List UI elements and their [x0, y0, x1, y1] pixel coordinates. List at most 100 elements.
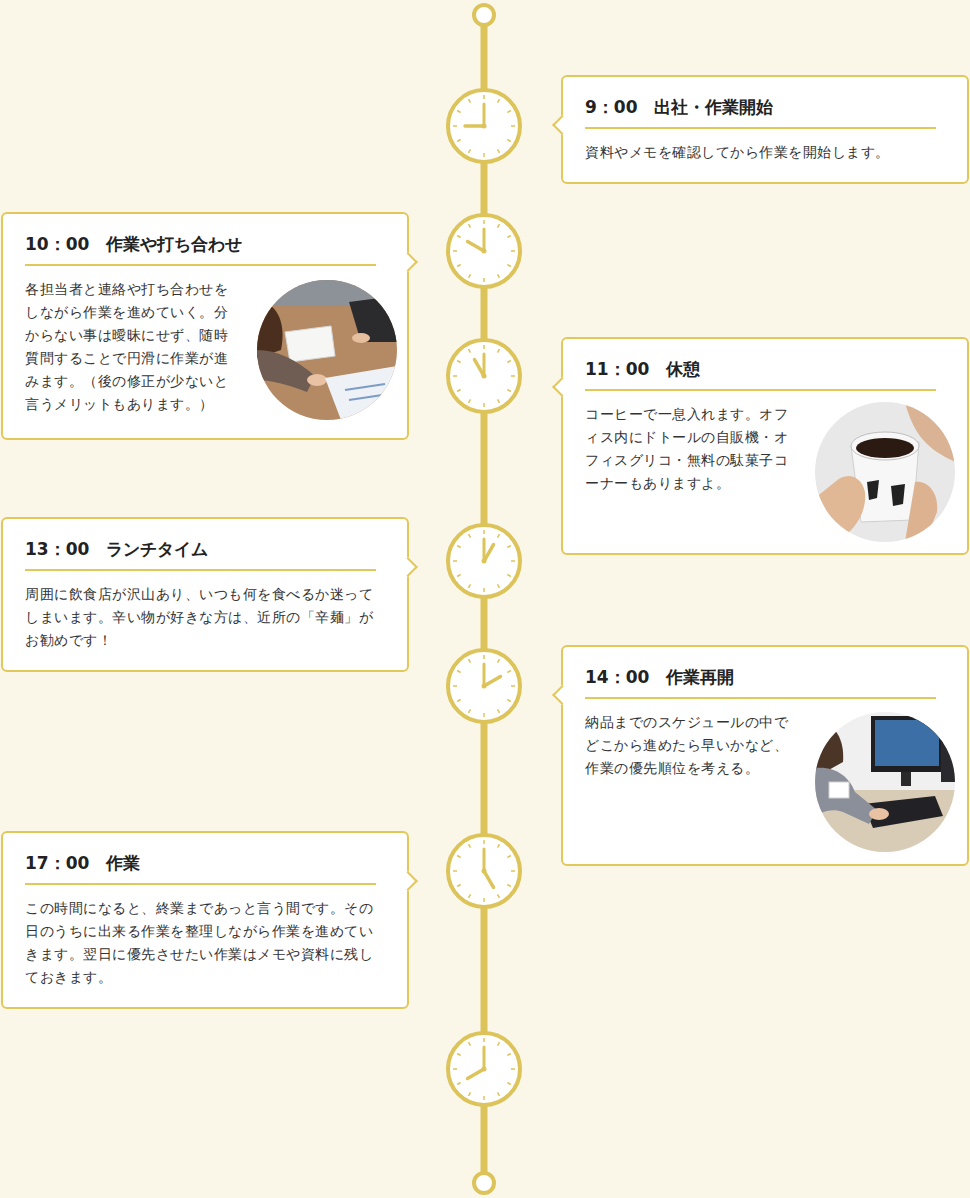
description-text: コーヒーで一息入れます。オフィス内にドトールの自販機・オフィスグリコ・無料の駄菓… [585, 403, 797, 495]
timeline-card: 13：00 ランチタイム周囲に飲食店が沢山あり、いつも何を食べるか迷ってしまいま… [1, 517, 409, 672]
monitor-stand [901, 772, 911, 786]
clock-center [482, 559, 487, 564]
hour-hand [465, 124, 484, 128]
clock-tick [483, 403, 485, 407]
clock-tick [457, 575, 460, 577]
clock-icon [448, 340, 520, 412]
clock-tick [469, 399, 471, 402]
photo-content [815, 402, 955, 542]
clock-tick [507, 546, 510, 548]
desk-photo [815, 712, 955, 852]
minute-hand [483, 849, 486, 871]
clock-tick [507, 361, 510, 363]
clock-face [448, 525, 520, 597]
coffee [856, 438, 914, 458]
clock-tick [469, 149, 471, 152]
clock-tick [469, 1042, 471, 1045]
timeline-start [474, 5, 494, 25]
clock-tick [453, 560, 457, 562]
clock-tick [483, 840, 485, 844]
card-pointer [552, 685, 572, 705]
timeline-end [474, 1173, 494, 1193]
clock-tick [507, 671, 510, 673]
clock-tick [511, 870, 515, 872]
clock-tick [507, 1083, 510, 1085]
clock-tick [498, 844, 500, 847]
clock-tick [511, 685, 515, 687]
hand [307, 374, 327, 386]
clock-center [482, 374, 487, 379]
timeline-card: 14：00 作業再開納品までのスケジュールの中でどこから進めたら早いかなど、作業… [561, 645, 969, 866]
clock-tick [457, 856, 460, 858]
timeline-card: 11：00 休憩コーヒーで一息入れます。オフィス内にドトールの自販機・オフィスグ… [561, 337, 969, 555]
clock-tick [483, 655, 485, 659]
monitor [871, 716, 943, 772]
clock-tick [483, 713, 485, 717]
clock-tick [457, 390, 460, 392]
timeline-card: 9：00 出社・作業開始資料やメモを確認してから作業を開始します。 [561, 75, 969, 184]
clock-tick [511, 375, 515, 377]
card-pointer [398, 252, 418, 272]
clock-tick [511, 560, 515, 562]
clock-tick [483, 1096, 485, 1100]
clock-icon [448, 90, 520, 162]
photo-content [257, 280, 397, 420]
coffee-photo [815, 402, 955, 542]
time-heading: 11：00 休憩 [585, 356, 936, 391]
clock-icon [448, 1033, 520, 1105]
clock-tick [469, 1092, 471, 1095]
clock-tick [498, 659, 500, 662]
clock-tick [507, 390, 510, 392]
clock-tick [498, 349, 500, 352]
clock-tick [453, 250, 457, 252]
minute-hand [483, 229, 486, 251]
time-heading: 14：00 作業再開 [585, 664, 936, 699]
clock-tick [457, 236, 460, 238]
clock-tick [469, 349, 471, 352]
cup-rim [851, 432, 919, 460]
clock-tick [457, 111, 460, 113]
clock-tick [457, 140, 460, 142]
clock-center [482, 1067, 487, 1072]
hour-hand [468, 242, 484, 252]
clock-tick [457, 546, 460, 548]
hand [352, 333, 370, 343]
clock-center [482, 684, 487, 689]
keyboard [863, 796, 943, 828]
clock-tick [469, 709, 471, 712]
clock-tick [498, 224, 500, 227]
time-heading: 10：00 作業や打ち合わせ [25, 231, 376, 266]
notebook [285, 326, 335, 362]
clock-icon [448, 650, 520, 722]
clock-tick [469, 274, 471, 277]
clock-tick [498, 584, 500, 587]
clock-face [448, 215, 520, 287]
hour-hand [484, 871, 494, 887]
hand [905, 482, 937, 542]
wood-table [257, 280, 397, 420]
clock-tick [469, 99, 471, 102]
clock-tick [511, 1068, 515, 1070]
paper-line [345, 384, 385, 390]
paper [325, 366, 397, 420]
clock-tick [507, 236, 510, 238]
clock-tick [507, 885, 510, 887]
hour-hand [468, 1069, 484, 1079]
clock-tick [511, 250, 515, 252]
description-text: 各担当者と連絡や打ち合わせをしながら作業を進めていく。分からない事は曖昧にせず、… [25, 278, 240, 416]
minute-hand [483, 104, 486, 126]
clock-tick [498, 399, 500, 402]
cup-pattern [867, 480, 879, 500]
clock-tick [507, 265, 510, 267]
clock-tick [483, 1038, 485, 1042]
sweater [815, 768, 877, 824]
clock-center [482, 124, 487, 129]
clock-tick [469, 844, 471, 847]
clock-tick [483, 153, 485, 157]
clock-tick [457, 1083, 460, 1085]
clock-tick [507, 700, 510, 702]
clock-tick [498, 274, 500, 277]
description-text: 周囲に飲食店が沢山あり、いつも何を食べるか迷ってしまいます。辛い物が好きな方は、… [25, 583, 385, 652]
card-pointer [398, 871, 418, 891]
